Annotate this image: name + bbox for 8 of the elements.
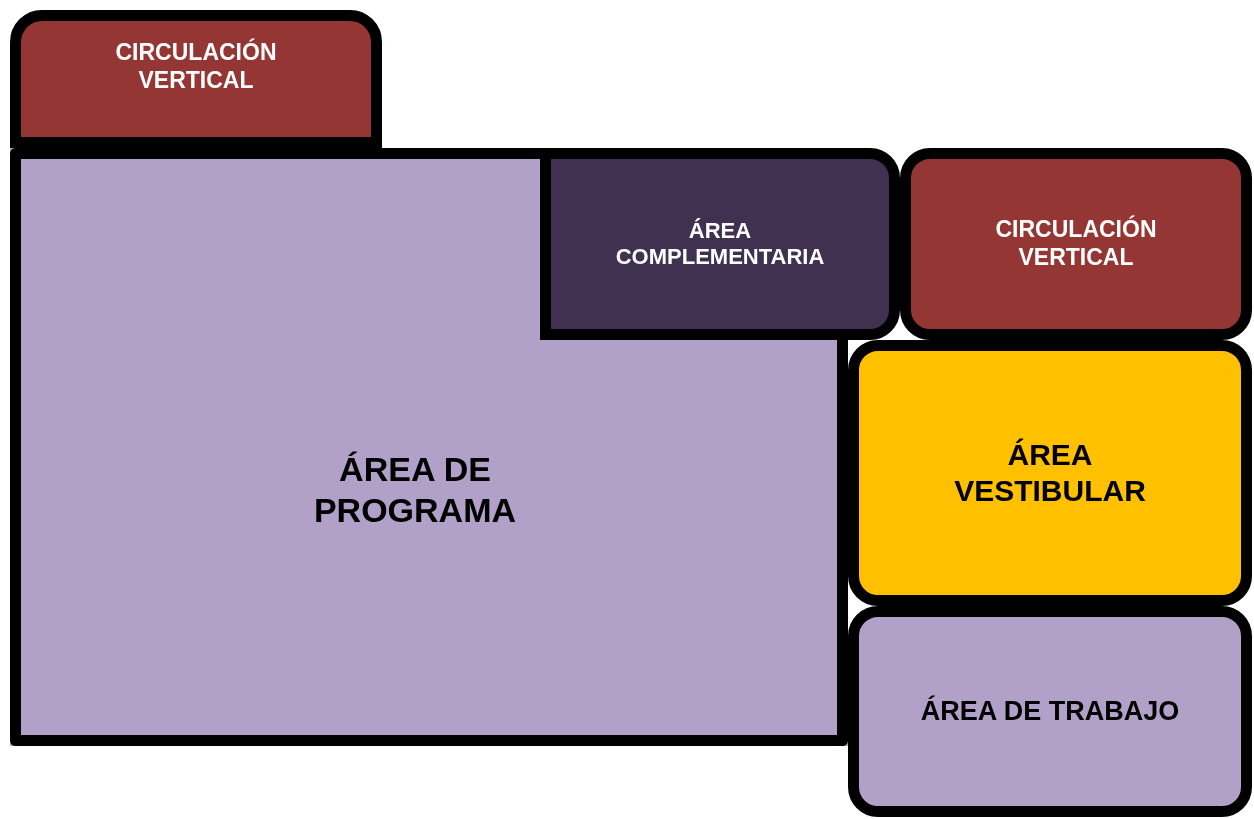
zone-block [540,148,900,340]
zone-label: ÁREA DE PROGRAMA [312,449,518,531]
zone-label: ÁREA DE TRABAJO [919,695,1181,728]
zone-block [10,10,382,148]
zone-label: ÁREA VESTIBULAR [953,437,1147,509]
zone-label: CIRCULACIÓN VERTICAL [114,39,278,95]
zone-label: ÁREA COMPLEMENTARIA [614,217,826,271]
zone-label: CIRCULACIÓN VERTICAL [994,216,1158,272]
